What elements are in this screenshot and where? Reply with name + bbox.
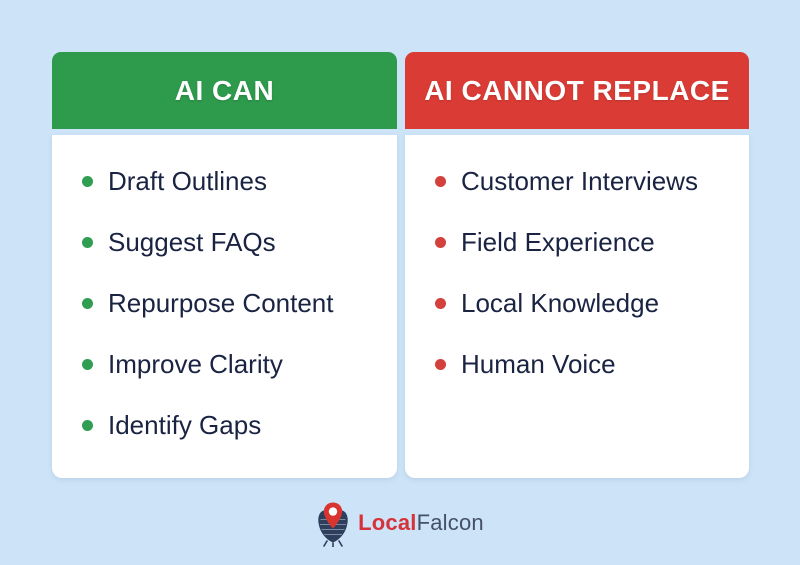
bullet-icon <box>82 176 93 187</box>
list-item: Local Knowledge <box>435 273 741 334</box>
localfalcon-pin-falcon-icon <box>318 502 348 547</box>
bullet-icon <box>435 237 446 248</box>
list-item: Customer Interviews <box>435 151 741 212</box>
list-item: Identify Gaps <box>82 395 389 456</box>
bullet-icon <box>82 420 93 431</box>
list-item-label: Draft Outlines <box>108 166 267 196</box>
list-item-label: Identify Gaps <box>108 410 262 440</box>
brand-secondary-text: Falcon <box>416 510 484 535</box>
bullet-icon <box>82 298 93 309</box>
list-item-label: Repurpose Content <box>108 288 334 318</box>
header-ai-cannot-replace-label: AI CANNOT REPLACE <box>424 74 730 106</box>
list-item-label: Suggest FAQs <box>108 227 276 257</box>
list-item-label: Local Knowledge <box>461 288 660 318</box>
brand-wordmark: LocalFalcon <box>358 512 484 534</box>
list-item: Suggest FAQs <box>82 212 389 273</box>
bullet-icon <box>435 298 446 309</box>
bullet-icon <box>82 237 93 248</box>
list-item-label: Customer Interviews <box>461 166 698 196</box>
list-item: Improve Clarity <box>82 334 389 395</box>
bullet-icon <box>435 359 446 370</box>
header-ai-can-label: AI CAN <box>174 74 275 106</box>
list-item: Field Experience <box>435 212 741 273</box>
ai-cannot-replace-list: Customer Interviews Field Experience Loc… <box>405 135 749 395</box>
card-ai-can: Draft Outlines Suggest FAQs Repurpose Co… <box>52 135 397 478</box>
list-item: Draft Outlines <box>82 151 389 212</box>
header-ai-can: AI CAN <box>52 52 397 129</box>
column-ai-can: AI CAN Draft Outlines Suggest FAQs Repur… <box>52 52 397 478</box>
brand-primary-text: Local <box>358 510 417 535</box>
bullet-icon <box>435 176 446 187</box>
list-item-label: Improve Clarity <box>108 349 283 379</box>
list-item: Human Voice <box>435 334 741 395</box>
footer-logo: LocalFalcon <box>0 498 800 548</box>
ai-can-list: Draft Outlines Suggest FAQs Repurpose Co… <box>52 135 397 456</box>
list-item-label: Human Voice <box>461 349 616 379</box>
list-item: Repurpose Content <box>82 273 389 334</box>
header-ai-cannot-replace: AI CANNOT REPLACE <box>405 52 749 129</box>
list-item-label: Field Experience <box>461 227 655 257</box>
card-ai-cannot-replace: Customer Interviews Field Experience Loc… <box>405 135 749 478</box>
column-ai-cannot-replace: AI CANNOT REPLACE Customer Interviews Fi… <box>405 52 749 478</box>
bullet-icon <box>82 359 93 370</box>
